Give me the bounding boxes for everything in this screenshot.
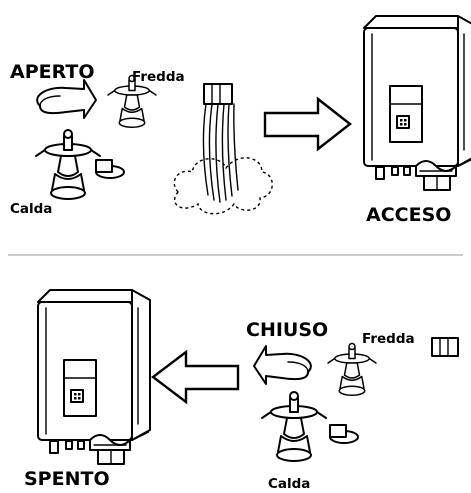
spento-label: SPENTO [24,468,110,490]
hot-tap [35,129,101,200]
acceso-label: ACCESO [366,204,451,226]
hot-tap [261,391,327,462]
left-arrow-icon [151,349,240,405]
calda-label-bottom: Calda [268,476,310,492]
top-panel: APERTO Fredda Calda ACCESO [10,8,471,226]
fredda-label-bottom: Fredda [362,331,415,347]
chiuso-label: CHIUSO [246,319,328,341]
right-arrow-icon [263,96,352,152]
rotation-arrow-icon [36,79,97,119]
water-stream [173,103,273,215]
water-heater-off [37,289,151,465]
bottom-panel: SPENTO CHIUSO Fredda Calda [24,271,459,492]
rotation-arrow-icon [253,345,312,385]
calda-label-top: Calda [10,201,52,217]
faucet-icon [95,8,236,179]
faucet-icon [329,271,459,444]
fredda-label-top: Fredda [132,69,185,85]
aperto-label: APERTO [10,61,95,83]
water-heater-on [363,15,471,191]
